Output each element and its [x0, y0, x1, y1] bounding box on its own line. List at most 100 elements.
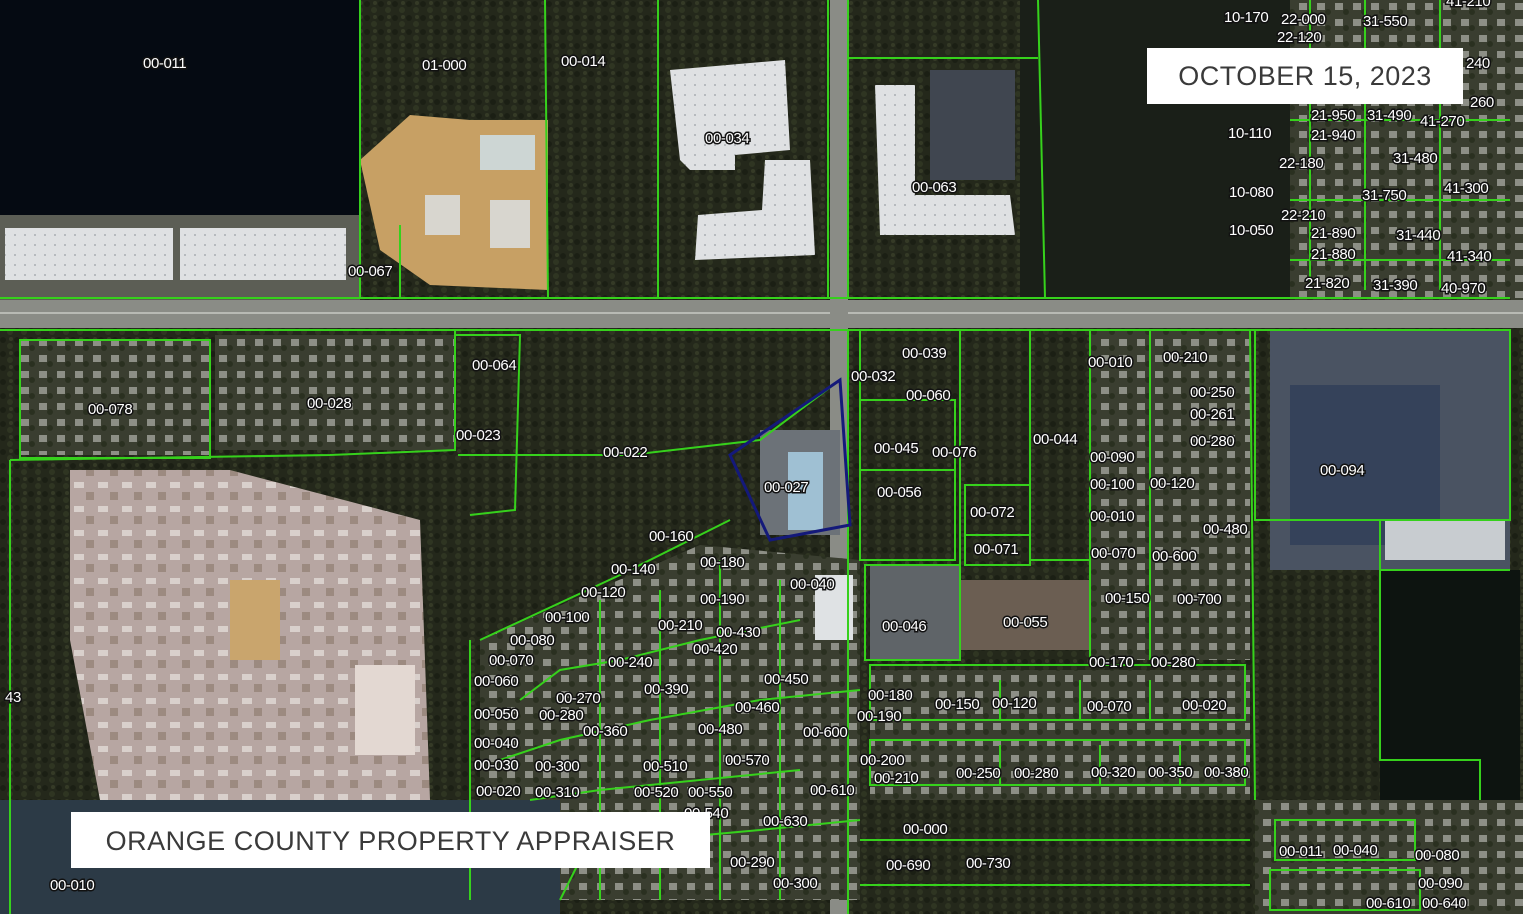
parcel-label: 00-060: [474, 673, 518, 690]
parcel-label: 01-000: [422, 57, 466, 74]
parcel-label: 00-100: [545, 609, 589, 626]
parcel-label: 00-070: [1091, 545, 1135, 562]
parcel-label: 00-690: [886, 857, 930, 874]
lake: [0, 0, 360, 215]
parcel-label: 00-520: [634, 784, 678, 801]
building-00-040: [815, 575, 853, 640]
parcel-label: 00-020: [1182, 697, 1226, 714]
parcel-label: 00-390: [644, 681, 688, 698]
parcel-label: 41-270: [1420, 113, 1464, 130]
parcel-label: 00-076: [932, 444, 976, 461]
parcel-label: 00-310: [535, 784, 579, 801]
parcel-label: 00-261: [1190, 406, 1234, 423]
parcel-label: 00-046: [882, 618, 926, 635]
parcel-label: 00-150: [1105, 590, 1149, 607]
parcel-label: 00-120: [1150, 475, 1194, 492]
parcel-label: 00-210: [874, 770, 918, 787]
parcel-label: 00-610: [1366, 895, 1410, 912]
parcel-label: 00-090: [1090, 449, 1134, 466]
parcel-label: 00-300: [773, 875, 817, 892]
building-pad: [355, 665, 415, 755]
parcel-label: 00-240: [608, 654, 652, 671]
parcel-label: 00-250: [1190, 384, 1234, 401]
parcel-label: 00-180: [868, 687, 912, 704]
parcel-label: 00-190: [700, 591, 744, 608]
parcel-label: 00-011: [1279, 843, 1322, 860]
parcel-label: 00-070: [1087, 698, 1131, 715]
lot-00-046: [870, 565, 960, 660]
parcel-label: 00-640: [1422, 895, 1466, 912]
parcel-label: 240: [1466, 55, 1490, 72]
parcel-label: 31-390: [1373, 277, 1417, 294]
parcel-label: 00-360: [583, 723, 627, 740]
parcel-label: 40-970: [1441, 280, 1485, 297]
parcel-label: 31-550: [1363, 13, 1407, 30]
parcel-label: 00-045: [874, 440, 918, 457]
parcel-label: 00-063: [912, 179, 956, 196]
parcel-label: 00-120: [581, 584, 625, 601]
parcel-label: 00-023: [456, 427, 500, 444]
parcel-label: 00-170: [1089, 654, 1133, 671]
subdivision: [480, 545, 860, 900]
parcel-label: 00-050: [474, 706, 518, 723]
parcel-label: 10-110: [1228, 125, 1271, 142]
parcel-label: 00-071: [974, 541, 1018, 558]
parcel-label: 00-080: [510, 632, 554, 649]
parcel-label: 21-880: [1311, 246, 1355, 263]
highlighted-parcel-00-027[interactable]: [728, 377, 852, 542]
big-box-store: [1290, 385, 1440, 545]
parcel-label: 00-040: [1333, 842, 1377, 859]
parcel-label: 00-067: [348, 263, 392, 280]
parcel-label: 00-055: [1003, 614, 1047, 631]
parcel-label: 00-014: [561, 53, 605, 70]
parcel-label: 00-270: [556, 690, 600, 707]
parcel-label: 00-280: [1151, 654, 1195, 671]
parcel-label: 00-070: [489, 652, 533, 669]
warehouse-roof: [5, 228, 173, 280]
parcel-label: 00-700: [1177, 591, 1221, 608]
lot-00-055: [960, 580, 1090, 650]
parcel-label: 00-450: [764, 671, 808, 688]
parcel-label: 00-040: [474, 735, 518, 752]
parcel-label: 00-011: [143, 55, 186, 72]
parcel-label: 00-480: [698, 721, 742, 738]
parcel-label: 00-020: [476, 783, 520, 800]
parcel-label: 00-150: [935, 696, 979, 713]
parcel-label: 00-300: [535, 758, 579, 775]
parcel-label: 43: [5, 689, 21, 706]
parking-lot: [930, 70, 1015, 180]
parcel-label: 00-180: [700, 554, 744, 571]
parcel-label: 00-280: [1190, 433, 1234, 450]
warehouse-roof: [180, 228, 346, 280]
parcel-label: 00-480: [1203, 521, 1247, 538]
building: [1385, 520, 1505, 560]
parcel-label: 00-032: [851, 368, 895, 385]
parcel-label: 00-460: [735, 699, 779, 716]
houses-row: [870, 670, 1250, 800]
parcel-label: 00-730: [966, 855, 1010, 872]
parcel-label: 00-380: [1204, 764, 1248, 781]
parcel-label: 10-080: [1229, 184, 1273, 201]
parcel-label: 00-040: [790, 576, 834, 593]
parcel-label: 00-140: [611, 561, 655, 578]
parcel-label: 00-210: [1163, 349, 1207, 366]
parcel-label: 260: [1470, 94, 1494, 111]
parcel-label: 00-080: [1415, 847, 1459, 864]
parcel-label: 00-160: [649, 528, 693, 545]
parcel-label: 41-340: [1447, 248, 1491, 265]
parcel-label: 00-290: [730, 854, 774, 871]
parcel-label: 00-190: [857, 708, 901, 725]
parcel-label: 22-180: [1279, 155, 1323, 172]
parcel-label: 31-750: [1362, 187, 1406, 204]
parcel-label: 31-490: [1367, 107, 1411, 124]
parcel-label: 00-100: [1090, 476, 1134, 493]
parcel-label: 10-170: [1224, 9, 1268, 26]
dark-woods: [1020, 0, 1290, 300]
parcel-label: 00-120: [992, 695, 1036, 712]
parcel-label: 41-300: [1444, 180, 1488, 197]
parcel-label: 00-610: [810, 782, 854, 799]
source-caption: ORANGE COUNTY PROPERTY APPRAISER: [71, 812, 710, 868]
parcel-label: 22-120: [1277, 29, 1321, 46]
